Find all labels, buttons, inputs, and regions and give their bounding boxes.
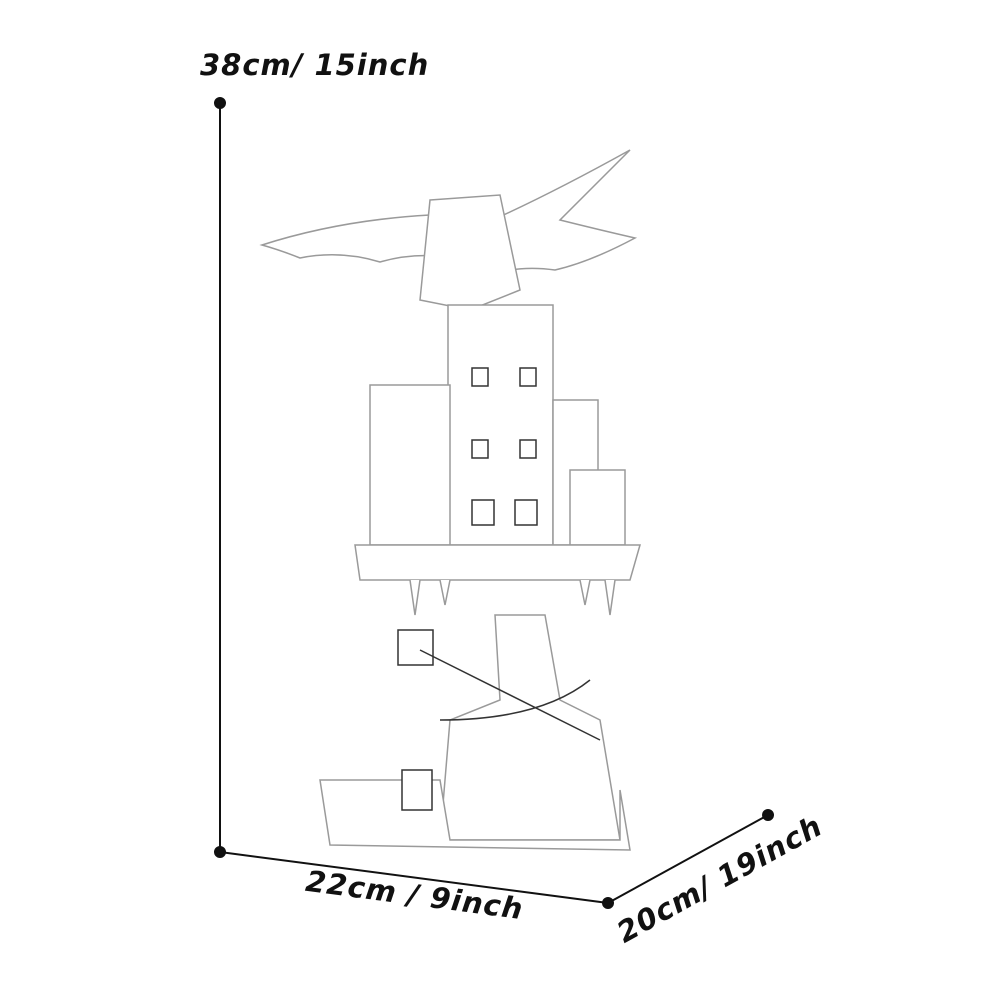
- tower-left-wing: [369, 384, 451, 546]
- track-rails: [419, 649, 601, 741]
- endpoint-dot: [214, 97, 226, 109]
- window: [471, 367, 489, 387]
- dragon-left-wing: [259, 214, 473, 263]
- window: [514, 499, 538, 526]
- dragon-body: [419, 194, 521, 311]
- endpoint-dot: [602, 897, 614, 909]
- base-ground: [319, 779, 631, 851]
- window: [471, 499, 495, 526]
- dragon-right-wing: [469, 149, 638, 276]
- window: [471, 439, 489, 459]
- product-sketch: [259, 149, 641, 851]
- platform-spikes: [409, 579, 616, 616]
- block-detail: [397, 629, 434, 666]
- height-label: 38cm/ 15inch: [200, 48, 430, 82]
- floating-platform: [354, 544, 641, 581]
- width-line: [219, 851, 609, 904]
- base-door: [401, 769, 433, 811]
- tree-trunk: [439, 614, 621, 841]
- depth-line: [607, 814, 769, 904]
- endpoint-dot: [214, 846, 226, 858]
- endpoint-dot: [762, 809, 774, 821]
- window: [519, 439, 537, 459]
- dimension-lines: [214, 97, 774, 909]
- tower-side-house: [569, 469, 626, 546]
- window: [519, 367, 537, 387]
